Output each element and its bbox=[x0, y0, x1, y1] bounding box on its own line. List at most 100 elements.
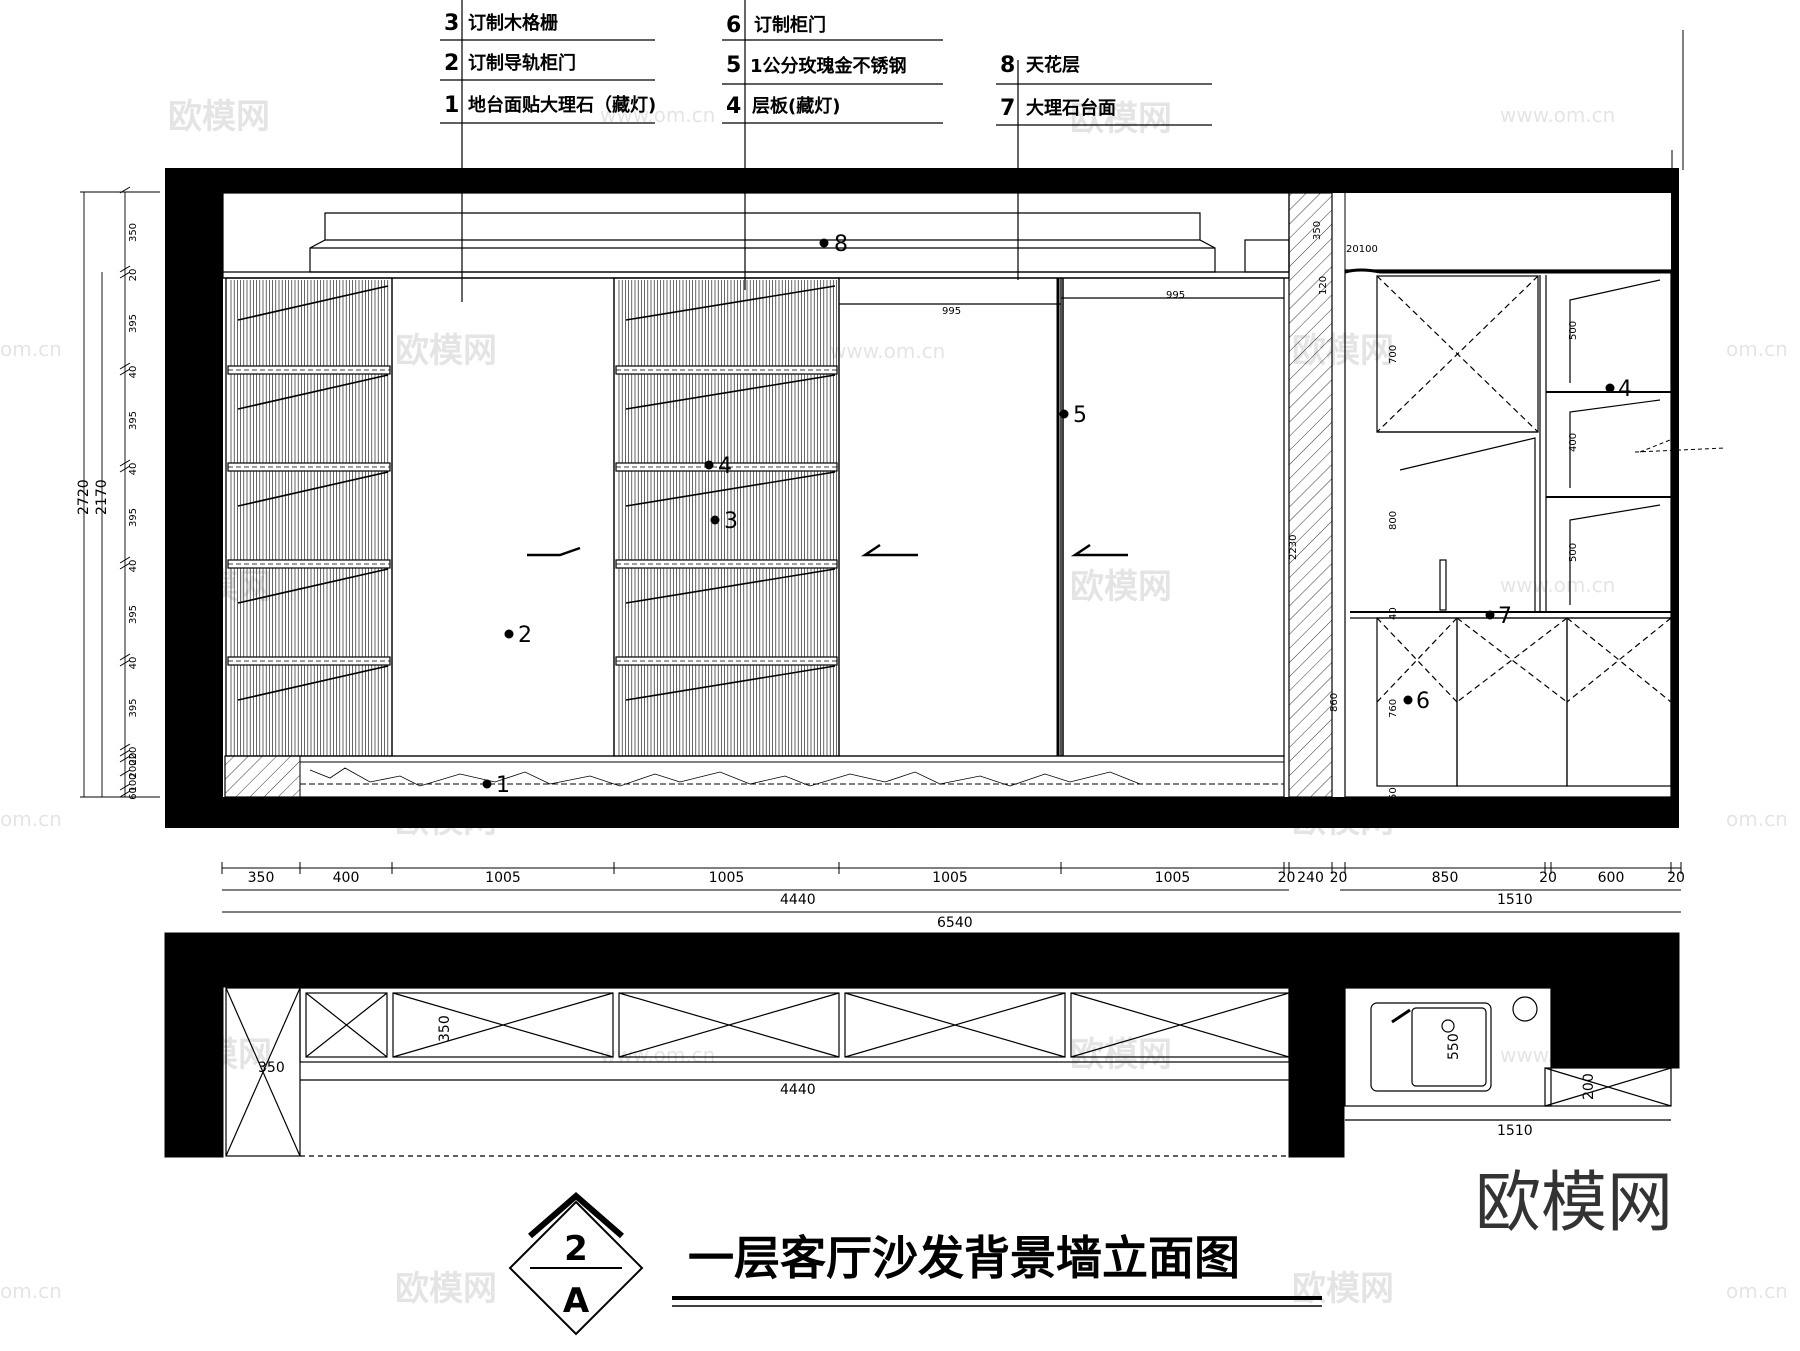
callout-num-3: 3 bbox=[444, 11, 459, 36]
door-arrow-left-b bbox=[1070, 543, 1128, 557]
dim-pillar-2230: 2230 bbox=[1288, 535, 1299, 560]
callout-text-6: 订制柜门 bbox=[754, 14, 826, 36]
dim-tick bbox=[119, 362, 131, 370]
dim-tick bbox=[119, 659, 131, 667]
dim-left-segment: 395 bbox=[128, 605, 139, 624]
dim-left-total-2720: 2720 bbox=[76, 479, 92, 515]
dim-left-segment: 395 bbox=[128, 698, 139, 717]
dim-left-segment: 395 bbox=[128, 411, 139, 430]
plan-view bbox=[164, 932, 1680, 1158]
left-dimension-chain bbox=[80, 186, 160, 798]
dim-right-120: 120 bbox=[1318, 276, 1329, 295]
grille-diagonal bbox=[625, 471, 836, 507]
dim-bottom-segment: 1005 bbox=[1155, 870, 1191, 886]
watermark-url: www.om.cn bbox=[600, 1043, 715, 1067]
plan-cabinets bbox=[225, 987, 1672, 1157]
grille-diagonal bbox=[237, 285, 389, 321]
watermark-url-short: om.cn bbox=[1726, 337, 1788, 361]
watermark-brand: 欧模网 bbox=[395, 801, 497, 841]
callout-num-5: 5 bbox=[726, 53, 741, 78]
dim-bottom-1510: 1510 bbox=[1497, 892, 1533, 908]
dim-bottom-segment: 350 bbox=[248, 870, 275, 886]
grille-diagonal bbox=[237, 568, 389, 604]
door-panels bbox=[838, 277, 1285, 757]
dim-left-segment: 20 bbox=[128, 747, 139, 760]
callout-num-1: 1 bbox=[444, 93, 459, 118]
badge-sheet: A bbox=[563, 1281, 590, 1321]
left-cabinet bbox=[225, 277, 393, 757]
dim-left-segment: 40 bbox=[128, 657, 139, 670]
watermark-brand: 欧模网 bbox=[168, 97, 270, 137]
callout-text-4: 层板(藏灯) bbox=[752, 95, 840, 117]
callout-text-3: 订制木格栅 bbox=[468, 12, 558, 34]
ceiling-layer bbox=[222, 192, 1290, 279]
dim-shelf-500a: 500 bbox=[1568, 321, 1579, 340]
dim-bottom-segment: 600 bbox=[1598, 870, 1625, 886]
watermark-brand: 欧模网 bbox=[1292, 1269, 1394, 1309]
title-badge bbox=[508, 1192, 644, 1336]
right-cabinet bbox=[1344, 268, 1675, 798]
watermark-url-short: om.cn bbox=[0, 807, 62, 831]
marker-3: 3 bbox=[724, 509, 738, 534]
badge-number: 2 bbox=[564, 1229, 588, 1269]
dim-bottom-4440: 4440 bbox=[780, 892, 816, 908]
elevation-frame bbox=[165, 168, 1679, 828]
wood-grille-middle bbox=[615, 280, 838, 756]
callout-text-5: 1公分玫瑰金不锈钢 bbox=[750, 55, 907, 77]
dim-tick bbox=[119, 465, 131, 473]
dim-plan-4440: 4440 bbox=[780, 1082, 816, 1098]
grille-diagonal bbox=[625, 665, 836, 701]
marker-8: 8 bbox=[834, 232, 848, 257]
callout-text-7: 大理石台面 bbox=[1026, 97, 1116, 119]
dim-tick bbox=[119, 769, 131, 777]
grille-diagonal bbox=[237, 471, 389, 507]
marker-2: 2 bbox=[518, 623, 532, 648]
watermark-url-short: om.cn bbox=[1726, 807, 1788, 831]
dim-left-segment: 40 bbox=[128, 366, 139, 379]
watermark-url: www.om.cn bbox=[830, 339, 945, 363]
markers: 8 2 4 3 5 1 4 7 6 bbox=[482, 232, 1632, 798]
dim-cab-800: 800 bbox=[1388, 511, 1399, 530]
dim-bottom-segment: 240 bbox=[1297, 870, 1324, 886]
callout-num-2: 2 bbox=[444, 51, 459, 76]
drawing-title: 一层客厅沙发背景墙立面图 bbox=[688, 1231, 1240, 1285]
marble-plinth bbox=[224, 755, 1285, 798]
dim-left-segment: 20 bbox=[128, 269, 139, 282]
dim-plan-shelf-200: 200 bbox=[1581, 1073, 1597, 1100]
dim-bottom-segment: 1005 bbox=[709, 870, 745, 886]
dim-bottom-segment: 20 bbox=[1330, 870, 1348, 886]
dim-plan-left-350: 350 bbox=[258, 1060, 285, 1076]
dim-bottom-segment: 20 bbox=[1667, 870, 1685, 886]
dim-ceiling-20100: 20100 bbox=[1346, 244, 1378, 255]
watermark-brand: 欧模网 bbox=[1292, 331, 1394, 371]
dim-tick bbox=[119, 790, 131, 798]
dim-tick bbox=[119, 743, 131, 751]
watermark-brand: 欧模网 bbox=[1070, 567, 1172, 607]
dim-tick bbox=[119, 749, 131, 757]
dim-shelf-400: 400 bbox=[1568, 433, 1579, 452]
watermark-brand: 欧模网 bbox=[1070, 1035, 1172, 1075]
dim-left-sub-2170: 2170 bbox=[94, 479, 110, 515]
dim-tick bbox=[119, 186, 131, 194]
dim-cab-50: 50 bbox=[1388, 787, 1399, 800]
dim-door-995-a: 995 bbox=[942, 306, 961, 317]
callout-text-1: 地台面贴大理石（藏灯) bbox=[468, 94, 656, 116]
dim-door-995-b: 995 bbox=[1166, 290, 1185, 301]
dim-tick bbox=[119, 271, 131, 279]
watermark-brand: 欧模网 bbox=[1070, 99, 1172, 139]
watermark-brand: 欧模网 bbox=[170, 1035, 272, 1075]
dim-tick bbox=[119, 265, 131, 273]
dim-tick bbox=[119, 562, 131, 570]
dim-bottom-segment: 20 bbox=[1278, 870, 1296, 886]
dim-cab-40: 40 bbox=[1388, 607, 1399, 620]
watermark-url-short: om.cn bbox=[0, 337, 62, 361]
door-arrow-right bbox=[527, 546, 581, 557]
watermark-brand: 欧模网 bbox=[395, 331, 497, 371]
watermarks: 欧模网 欧模网 欧模网 欧模网 欧模网 欧模网 欧模网 欧模网 欧模网 欧模网 … bbox=[0, 97, 1788, 1309]
dim-left-segment: 350 bbox=[128, 223, 139, 242]
dim-bottom-total-6540: 6540 bbox=[937, 915, 973, 931]
dim-pillar-350: 350 bbox=[1312, 221, 1323, 240]
section-arrow bbox=[1634, 439, 1726, 453]
